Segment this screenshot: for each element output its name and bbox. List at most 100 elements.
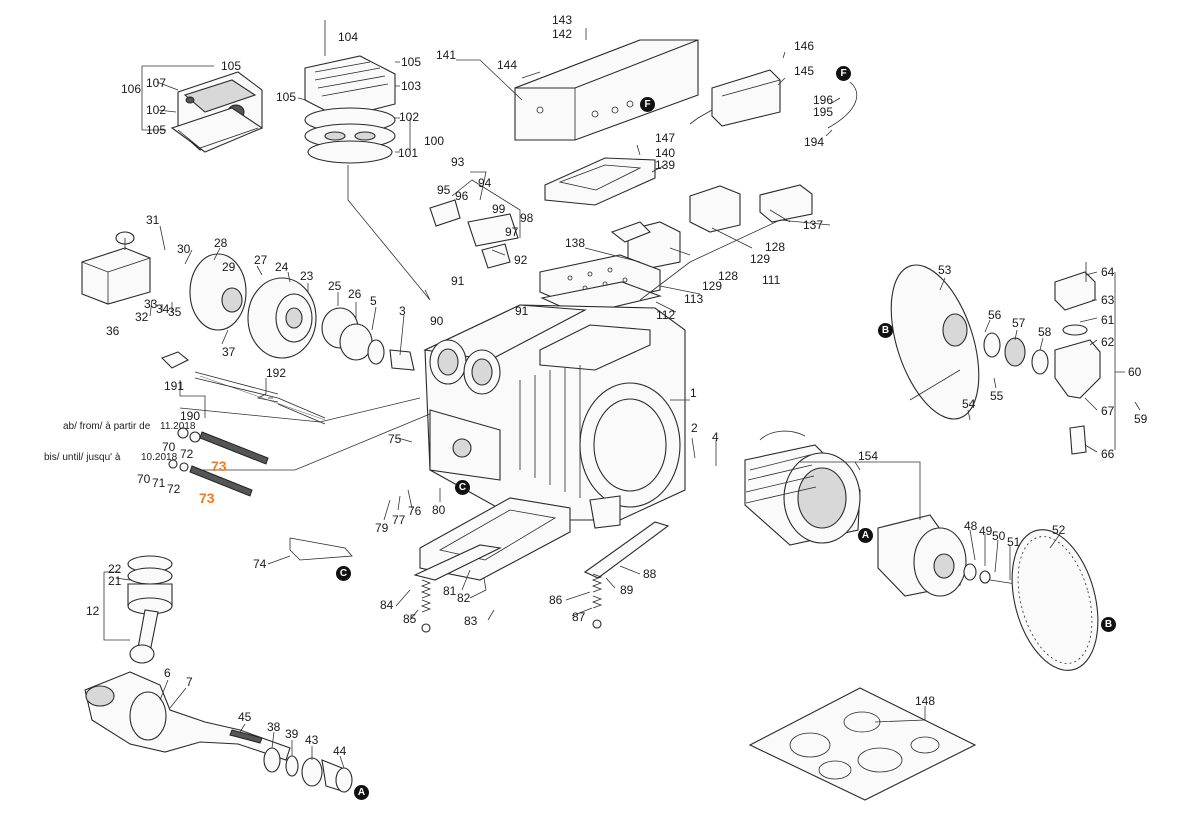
callout-128: 128 [765,240,786,254]
callout-85: 85 [403,612,417,626]
callout-139: 139 [655,158,676,172]
terminal-frame [544,157,656,206]
rods-73 [168,427,269,497]
callout-86: 86 [549,593,563,607]
callout-1: 1 [690,386,697,400]
callout-22: 22 [108,562,122,576]
callout-101: 101 [398,146,419,160]
filter-parts [983,332,1049,375]
callout-56: 56 [988,308,1002,322]
piston-conrod [127,555,173,664]
marker-f: F [640,97,655,112]
oil-pump-assembly [189,253,415,371]
callout-53: 53 [938,263,952,277]
callout-72: 72 [180,447,194,461]
callout-72: 72 [167,482,181,496]
callout-4: 4 [712,430,719,444]
callout-66: 66 [1101,447,1115,461]
callout-26: 26 [348,287,362,301]
callout-105: 105 [221,59,242,73]
oil-pressure-switch [81,231,151,305]
callout-32: 32 [135,310,149,324]
callout-82: 82 [457,591,471,605]
callout-192: 192 [266,366,287,380]
callout-77: 77 [392,513,406,527]
cylinder-head-right [304,20,396,164]
note-until: bis/ until/ jusqu' à [44,452,121,463]
callout-79: 79 [375,521,389,535]
callout-71: 71 [152,476,166,490]
mounting-bracket [583,521,670,579]
callout-35: 35 [168,305,182,319]
marker-a: A [858,528,873,543]
callout-194: 194 [804,135,825,149]
callout-60: 60 [1128,365,1142,379]
callout-91: 91 [515,304,529,318]
callout-105: 105 [276,90,297,104]
spring-mounts [420,573,603,633]
protection-module [689,69,781,127]
shaft-bearings [263,747,353,793]
callout-105: 105 [401,55,422,69]
callout-48: 48 [964,519,978,533]
callout-73-highlighted: 73 [199,490,215,506]
callout-107: 107 [146,76,167,90]
callout-137: 137 [803,218,824,232]
callout-28: 28 [214,236,228,250]
callout-95: 95 [437,183,451,197]
callout-141: 141 [436,48,457,62]
callout-27: 27 [254,253,268,267]
callout-142: 142 [552,27,573,41]
callout-64: 64 [1101,265,1115,279]
callout-45: 45 [238,710,252,724]
callout-6: 6 [164,666,171,680]
callout-190: 190 [180,409,201,423]
callout-57: 57 [1012,316,1026,330]
callout-92: 92 [514,253,528,267]
callout-63: 63 [1101,293,1115,307]
callout-191: 191 [164,379,185,393]
callout-12: 12 [86,604,100,618]
marker-c: C [455,480,470,495]
callout-94: 94 [478,176,492,190]
motor-stator [744,430,861,546]
callout-31: 31 [146,213,160,227]
callout-100: 100 [424,134,445,148]
callout-147: 147 [655,131,676,145]
callout-67: 67 [1101,404,1115,418]
callout-99: 99 [492,202,506,216]
callout-38: 38 [267,720,281,734]
callout-148: 148 [915,694,936,708]
callout-29: 29 [222,260,236,274]
cylinder-head-left [170,71,264,153]
callout-195: 195 [813,105,834,119]
callout-98: 98 [520,211,534,225]
callout-105: 105 [146,123,167,137]
marker-b: B [878,323,893,338]
gasket-52 [1011,529,1099,671]
callout-106: 106 [121,82,142,96]
callout-5: 5 [370,294,377,308]
callout-24: 24 [275,260,289,274]
callout-145: 145 [794,64,815,78]
terminal-blocks [610,184,813,269]
callout-33: 33 [144,297,158,311]
marker-c: C [336,566,351,581]
callout-80: 80 [432,503,446,517]
callout-129: 129 [750,252,771,266]
terminal-box [514,39,699,141]
callout-89: 89 [620,583,634,597]
callout-154: 154 [858,449,879,463]
suction-valve-assembly [429,199,519,269]
callout-75: 75 [388,432,402,446]
note-until-date: 10.2018 [141,452,178,463]
crankcase [423,304,686,529]
callout-90: 90 [430,314,444,328]
callout-140: 140 [655,146,676,160]
callout-111: 111 [762,273,781,287]
note-from-date: 11.2018 [160,421,196,432]
callout-88: 88 [643,567,657,581]
callout-52: 52 [1052,523,1066,537]
callout-59: 59 [1134,412,1148,426]
callout-81: 81 [443,584,457,598]
